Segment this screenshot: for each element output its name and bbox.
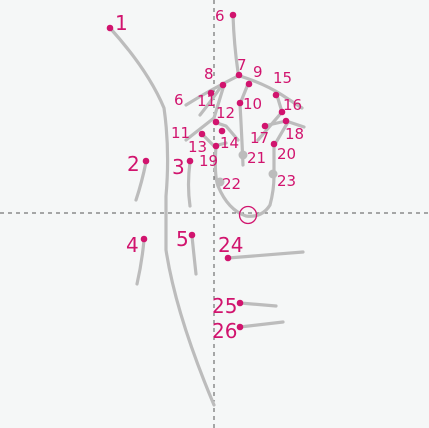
stroke-number-20: 20 <box>277 145 296 163</box>
stroke-number-5: 5 <box>176 227 189 251</box>
start-dot-3 <box>186 157 194 165</box>
stroke-number-18: 18 <box>285 125 304 143</box>
stroke-4 <box>135 238 146 286</box>
start-dot-6-top <box>229 11 237 19</box>
start-dot-7 <box>235 71 243 79</box>
stroke-number-13: 13 <box>188 138 207 156</box>
stroke-number-19: 19 <box>199 152 218 170</box>
stroke-number-1: 1 <box>115 11 128 35</box>
start-dot-15 <box>272 91 280 99</box>
start-dot-17 <box>261 122 269 130</box>
stroke-number-3: 3 <box>172 155 185 179</box>
stroke-number-23: 23 <box>277 172 296 190</box>
stroke-number-26: 26 <box>212 319 237 343</box>
stroke-number-2: 2 <box>127 152 140 176</box>
stroke-26 <box>238 320 285 329</box>
start-dot-14 <box>218 127 226 135</box>
stroke-number-15: 15 <box>273 69 292 87</box>
stroke-number-11-upper: 11 <box>197 92 216 110</box>
stroke-24 <box>226 250 305 260</box>
stroke-number-8: 8 <box>204 65 214 83</box>
start-dot-12 <box>212 118 220 126</box>
start-dot-10 <box>236 99 244 107</box>
start-dot-24 <box>224 254 232 262</box>
stroke-11 <box>184 83 226 142</box>
start-dot-16 <box>278 108 286 116</box>
stroke-number-22: 22 <box>222 175 241 193</box>
stroke-number-6-top: 6 <box>215 7 225 25</box>
start-dot-13 <box>198 130 206 138</box>
stroke-number-25: 25 <box>212 294 237 318</box>
start-dot-2 <box>142 157 150 165</box>
joint-dot <box>215 177 225 187</box>
start-dot-8 <box>219 81 227 89</box>
end-ring-marker <box>238 205 258 225</box>
stroke-number-4: 4 <box>126 233 139 257</box>
start-dot-9 <box>245 80 253 88</box>
stroke-3 <box>186 160 192 208</box>
stroke-number-7: 7 <box>237 56 247 74</box>
start-dot-20 <box>270 140 278 148</box>
start-dot-5 <box>188 231 196 239</box>
stroke-number-11-lower: 11 <box>171 124 190 142</box>
stroke-22 <box>213 144 276 218</box>
stroke-5 <box>190 234 198 276</box>
stroke-21 <box>238 102 245 167</box>
stroke-6-top <box>231 13 240 74</box>
stroke-number-17: 17 <box>250 129 269 147</box>
start-dot-1 <box>106 24 114 32</box>
start-dot-11 <box>207 89 215 97</box>
stroke-number-24: 24 <box>218 233 243 257</box>
stroke-1 <box>108 26 216 407</box>
stroke-9 <box>238 74 304 110</box>
stroke-number-14: 14 <box>220 134 239 152</box>
start-dot-18 <box>282 117 290 125</box>
joint-dot <box>238 150 248 160</box>
stroke-25 <box>238 301 278 308</box>
stroke-number-21: 21 <box>247 149 266 167</box>
start-dot-4 <box>140 235 148 243</box>
stroke-number-labels: 1 2 3 4 5 6 6 7 8 9 10 11 11 12 13 14 15… <box>115 7 304 343</box>
start-dot-25 <box>236 299 244 307</box>
stroke-number-16: 16 <box>283 96 302 114</box>
joint-dot <box>268 169 278 179</box>
start-dots <box>106 11 290 331</box>
stroke-number-9: 9 <box>253 63 263 81</box>
start-dot-26 <box>236 323 244 331</box>
stroke-12 <box>215 121 240 142</box>
stroke-8 <box>198 83 224 117</box>
stroke-number-6-left: 6 <box>174 91 184 109</box>
stroke-number-12: 12 <box>216 104 235 122</box>
stroke-number-10: 10 <box>243 95 262 113</box>
stroke-2 <box>134 160 148 202</box>
start-dot-19 <box>212 142 220 150</box>
